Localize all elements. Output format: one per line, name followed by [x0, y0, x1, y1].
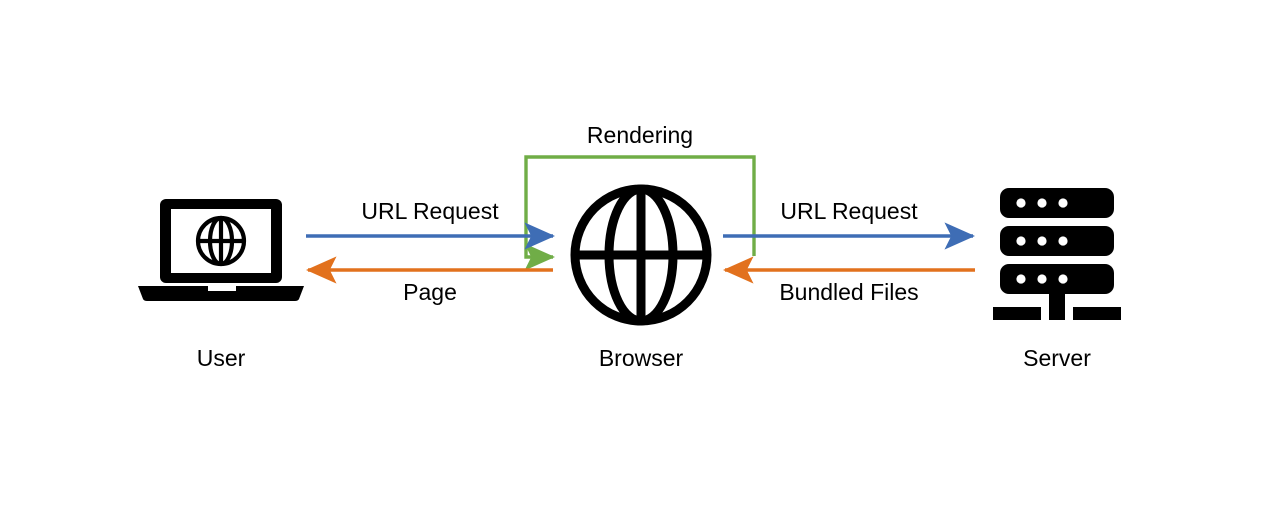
globe-icon: [570, 184, 712, 326]
edge-label-bundled-files: Bundled Files: [779, 279, 919, 305]
laptop-globe-icon: [138, 199, 304, 301]
edge-label-page: Page: [403, 279, 457, 305]
server-rack-unit: [1000, 188, 1114, 218]
server-rack-icon: [993, 188, 1121, 320]
edge-label-url-request-right: URL Request: [780, 198, 918, 224]
browser-node-label: Browser: [598, 345, 684, 371]
edge-label-url-request-left: URL Request: [361, 198, 499, 224]
edge-browser-rendering-loop-path: [524, 155, 756, 271]
user-node: [136, 196, 306, 302]
server-node: [992, 186, 1122, 321]
server-node-label: Server: [1023, 345, 1091, 371]
browser-node: [569, 183, 713, 327]
server-rack-unit: [1000, 226, 1114, 256]
user-node-label: User: [196, 345, 246, 371]
server-rack-unit: [1000, 264, 1114, 294]
edge-label-rendering: Rendering: [586, 122, 694, 148]
